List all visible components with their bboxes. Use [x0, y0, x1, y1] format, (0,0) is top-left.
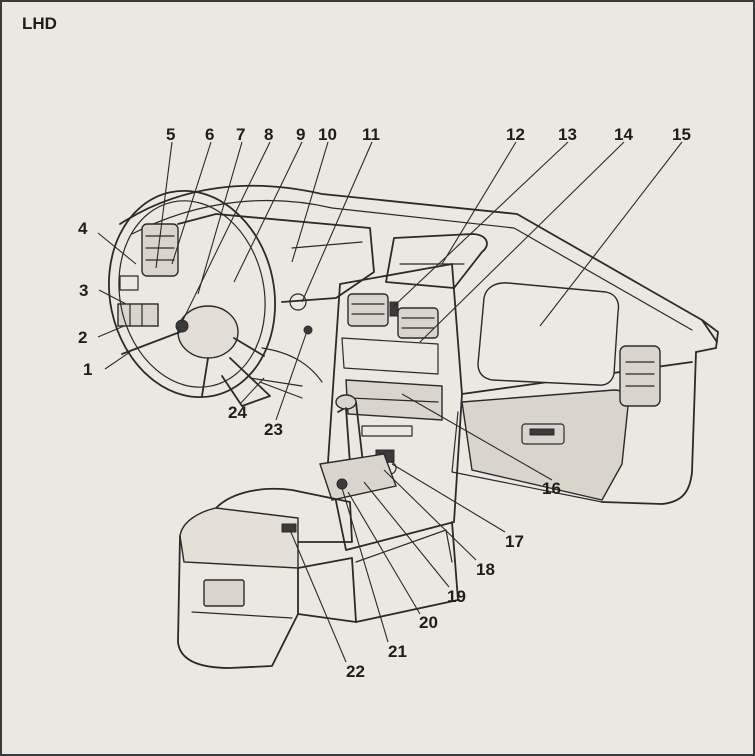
callout-21: 21 [388, 642, 407, 661]
callout-14: 14 [614, 125, 633, 144]
callout-10: 10 [318, 125, 337, 144]
center-console [177, 394, 459, 669]
callout-15: 15 [672, 125, 691, 144]
callout-1: 1 [83, 360, 92, 379]
callout-8: 8 [264, 125, 273, 144]
drive-side-label: LHD [22, 14, 57, 33]
callout-20: 20 [419, 613, 438, 632]
callout-7: 7 [236, 125, 245, 144]
callout-3: 3 [79, 281, 88, 300]
callout-22: 22 [346, 662, 365, 681]
callout-11: 11 [362, 125, 380, 144]
callout-19: 19 [447, 587, 466, 606]
callout-18: 18 [476, 560, 495, 579]
callout-5: 5 [166, 125, 175, 144]
leader-lines [97, 141, 683, 663]
callout-6: 6 [205, 125, 214, 144]
callout-24: 24 [228, 403, 247, 422]
callout-2: 2 [78, 328, 87, 347]
steering-wheel [108, 189, 313, 407]
callout-numbers: 1 2 3 4 5 6 7 8 9 10 11 12 13 14 15 16 1… [78, 125, 691, 681]
callout-9: 9 [296, 125, 305, 144]
callout-13: 13 [558, 125, 577, 144]
dashboard-body [117, 184, 719, 551]
callout-17: 17 [505, 532, 524, 551]
callout-12: 12 [506, 125, 525, 144]
callout-16: 16 [542, 479, 561, 498]
callout-4: 4 [78, 219, 88, 238]
callout-23: 23 [264, 420, 283, 439]
